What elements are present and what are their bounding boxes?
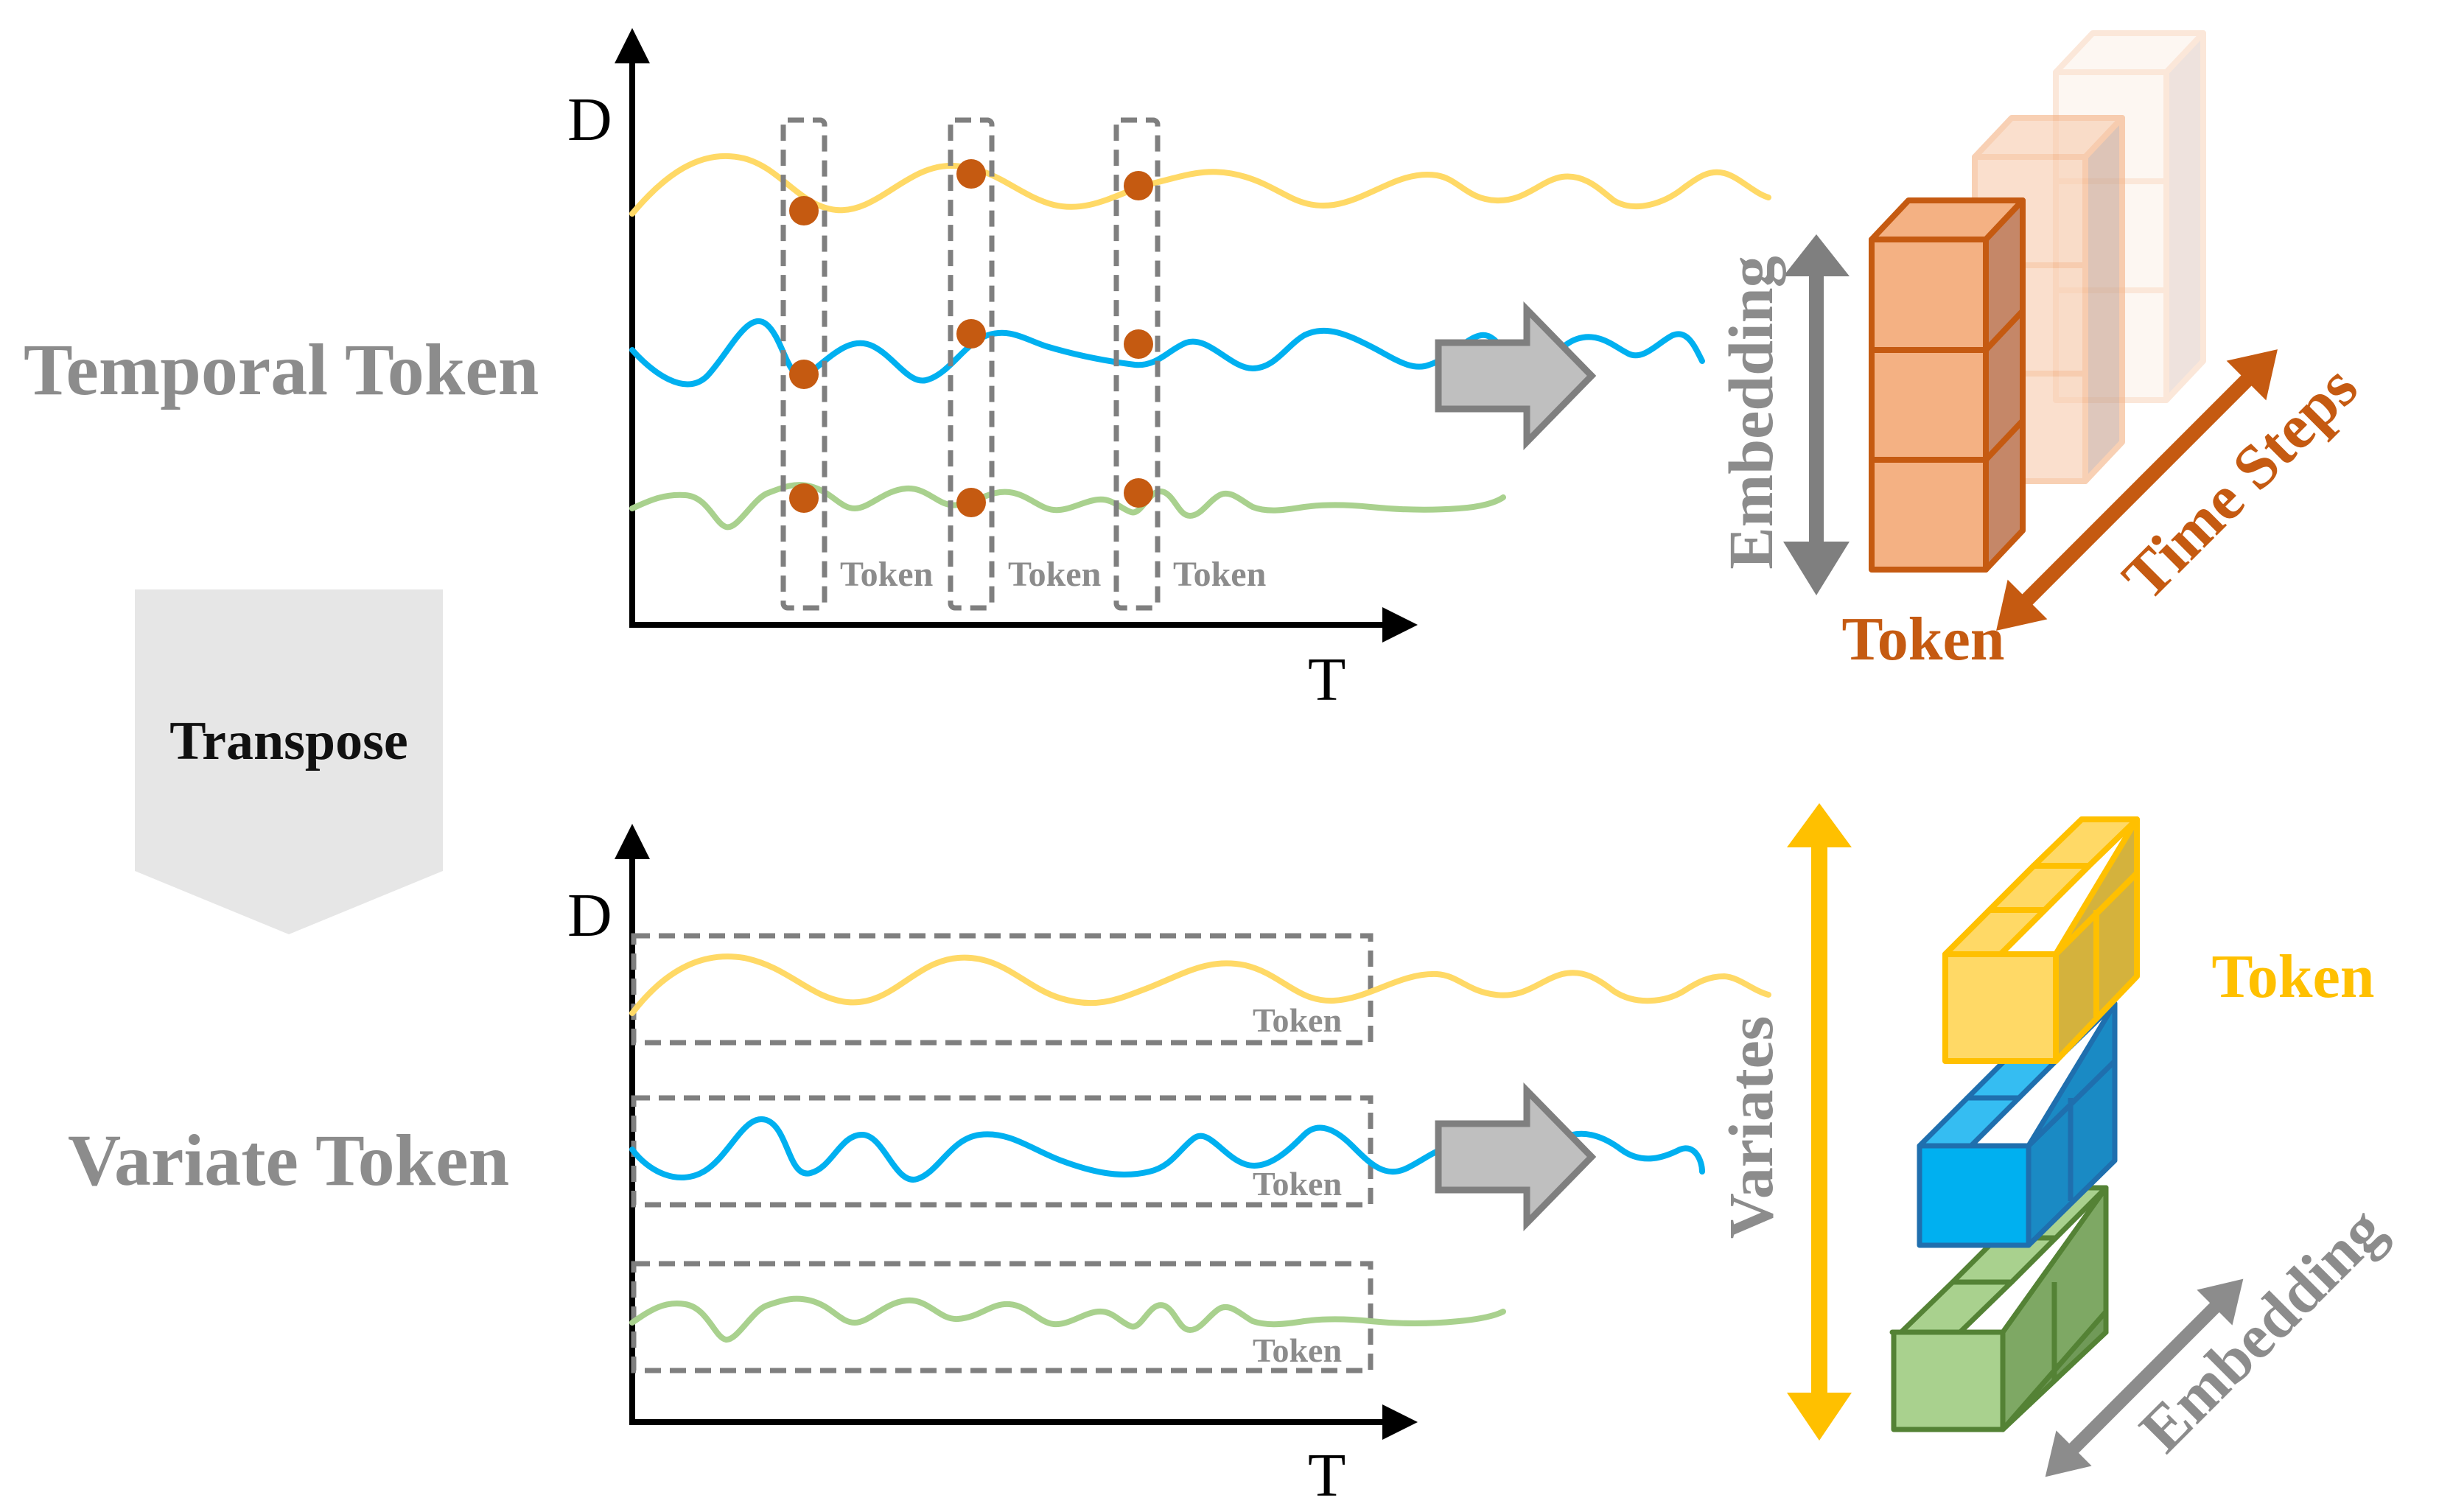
temporal-token-text-1: Token <box>840 555 933 594</box>
dot <box>1124 329 1153 359</box>
variate-axis-t: T <box>1308 1441 1346 1510</box>
temporal-token-label: Temporal Token <box>24 329 539 410</box>
arrow-right-top <box>1435 301 1597 451</box>
temporal-axis-t: T <box>1308 645 1346 714</box>
variate-token-box-green <box>631 1261 1374 1373</box>
temporal-token-dots <box>789 159 1153 517</box>
temporal-token-text-2: Token <box>1008 555 1101 594</box>
temporal-token-text-3: Token <box>1173 555 1266 594</box>
embedding-arrow-diagonal <box>2045 1278 2244 1477</box>
dot <box>789 360 819 389</box>
embedding-label-top: Embedding <box>1715 256 1786 569</box>
dot <box>1124 171 1153 200</box>
dot <box>789 483 819 513</box>
temporal-plot: D T Token Token Token <box>567 28 1771 714</box>
variate-axis-d: D <box>567 881 612 950</box>
arrow-right-bottom <box>1435 1082 1597 1232</box>
token-label-bottom: Token <box>2211 942 2374 1011</box>
temporal-token-box-3 <box>1113 117 1161 611</box>
dot <box>956 159 986 189</box>
variate-token-text-3: Token <box>1253 1331 1342 1369</box>
embedding-arrow-vertical <box>1783 234 1850 595</box>
variates-arrow <box>1787 803 1852 1441</box>
variate-yellow-series <box>629 953 1771 1016</box>
variate-token-text-2: Token <box>1253 1165 1342 1203</box>
time-steps-arrow <box>1996 349 2278 631</box>
transpose-arrow: Transpose <box>135 589 443 934</box>
dot <box>789 196 819 225</box>
dot <box>956 488 986 517</box>
variate-token-label: Variate Token <box>68 1119 509 1201</box>
variates-label: Variates <box>1715 1016 1786 1239</box>
variate-green-series <box>629 1295 1506 1343</box>
stack-front <box>1869 197 2026 573</box>
temporal-token-stacks <box>1869 30 2206 573</box>
variate-cubes-yellow <box>1942 816 2140 1064</box>
variate-token-text-1: Token <box>1253 1001 1342 1039</box>
dot <box>956 319 986 349</box>
dot <box>1124 478 1153 508</box>
temporal-yellow-series <box>629 153 1771 217</box>
temporal-green-series <box>629 482 1506 531</box>
temporal-token-box-1 <box>780 117 827 611</box>
temporal-token-box-2 <box>948 117 995 611</box>
variate-plot: D T Token Token Token <box>567 824 1771 1510</box>
variate-cubes-green <box>1889 1185 2109 1432</box>
embedding-label-bottom: Embedding <box>2126 1194 2398 1466</box>
temporal-axis-d: D <box>567 85 612 154</box>
token-label-top: Token <box>1841 605 2004 673</box>
transpose-label: Transpose <box>169 711 407 771</box>
